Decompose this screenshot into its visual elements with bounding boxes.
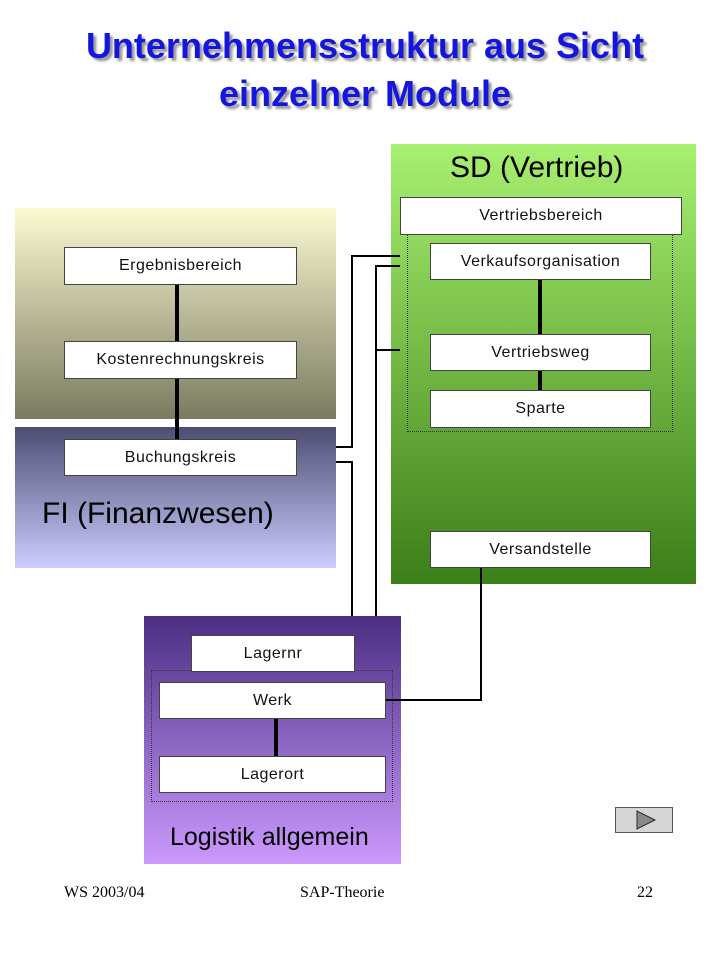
slide-title-line-2: einzelner Module: [218, 73, 512, 114]
logistik-module-label: Logistik allgemein: [170, 823, 369, 851]
line-werk-verkaufsorganisation: [375, 265, 400, 616]
lagerort-box: Lagerort: [159, 756, 386, 793]
buchungskreis-box: Buchungskreis: [64, 439, 297, 476]
line-buchungskreis-werk: [336, 461, 353, 616]
line-versandstelle-werk: [385, 567, 482, 701]
verkaufsorganisation-box: Verkaufsorganisation: [430, 243, 651, 280]
vertriebsbereich-box: Vertriebsbereich: [400, 197, 682, 235]
footer-semester: WS 2003/04: [64, 884, 145, 901]
vertriebsweg-box: Vertriebsweg: [430, 334, 651, 371]
kostenrechnungskreis-box: Kostenrechnungskreis: [64, 341, 297, 379]
fi-module-label: FI (Finanzwesen): [42, 497, 274, 530]
slide-title-line-1: Unternehmensstruktur aus Sicht: [85, 25, 645, 66]
next-slide-button[interactable]: [615, 807, 673, 833]
footer-page-number: 22: [637, 884, 653, 901]
sparte-box: Sparte: [430, 390, 651, 428]
play-triangle-icon: [636, 810, 657, 830]
lagernr-box: Lagernr: [191, 635, 355, 672]
sd-module-label: SD (Vertrieb): [450, 151, 624, 184]
werk-box: Werk: [159, 682, 386, 719]
slide-title: Unternehmensstruktur aus Sicht einzelner…: [0, 22, 720, 118]
line-buchungskreis-verkaufsorganisation: [336, 255, 400, 448]
ergebnisbereich-box: Ergebnisbereich: [64, 247, 297, 285]
versandstelle-box: Versandstelle: [430, 531, 651, 568]
footer-course: SAP-Theorie: [300, 884, 385, 901]
